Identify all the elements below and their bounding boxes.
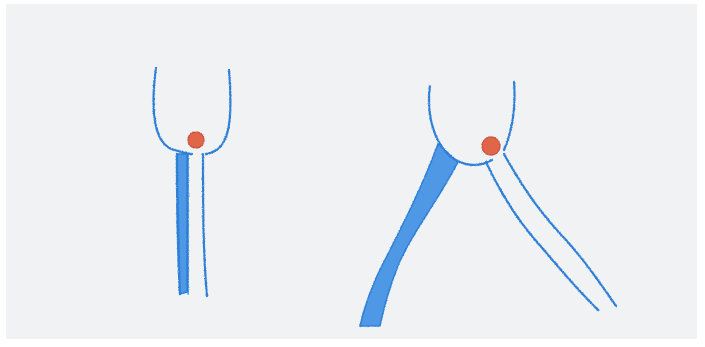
left-red-pivot-dot — [188, 132, 204, 148]
drawing-paper — [6, 4, 697, 339]
pencil-drawing — [6, 4, 697, 339]
paper-background — [6, 4, 697, 339]
right-red-pivot-dot — [482, 137, 500, 155]
